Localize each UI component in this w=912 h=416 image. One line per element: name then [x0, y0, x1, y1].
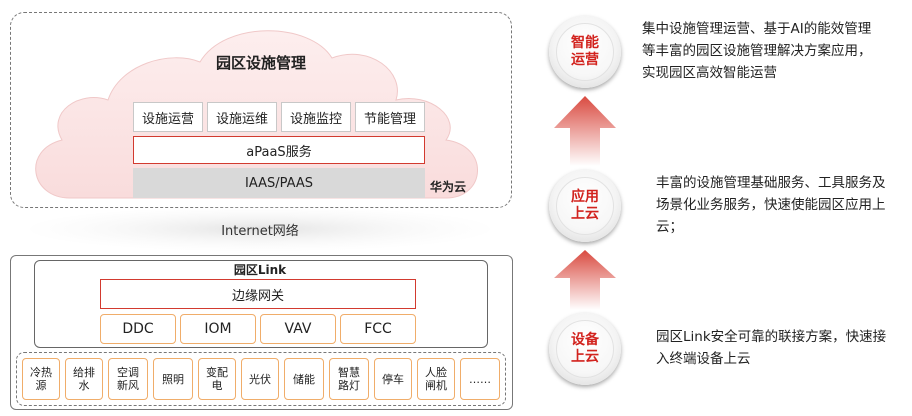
- apaas-box: aPaaS服务: [133, 136, 425, 164]
- device-row-frame: [16, 352, 506, 406]
- stage-desc-app-cloud: 丰富的设施管理基础服务、工具服务及场景化业务服务，快速使能园区应用上云；: [656, 175, 886, 235]
- device-box-7: 储能: [284, 358, 324, 400]
- stage-label-app-cloud: 应用 上云: [556, 177, 614, 235]
- network-cloud-shape: [30, 207, 490, 251]
- stage-circle-app-cloud: 应用 上云: [549, 170, 621, 242]
- service-box-1: 设施运营: [133, 102, 203, 132]
- device-box-8: 智慧 路灯: [329, 358, 369, 400]
- protocol-box-fcc: FCC: [340, 314, 416, 344]
- device-box-6: 光伏: [241, 358, 279, 400]
- link-section-frame: [10, 255, 513, 410]
- service-box-3: 设施监控: [281, 102, 351, 132]
- protocol-box-ddc: DDC: [100, 314, 176, 344]
- link-title: 园区Link: [233, 263, 287, 277]
- vendor-label: 华为云: [430, 180, 467, 194]
- device-box-2: 给排 水: [65, 358, 103, 400]
- device-box-11: ……: [460, 358, 500, 400]
- iaas-bar: IAAS/PAAS: [133, 168, 425, 198]
- service-box-2: 设施运维: [207, 102, 277, 132]
- stage-desc-smart-operation: 集中设施管理运营、基于AI的能效管理等丰富的园区设施管理解决方案应用，实现园区高…: [642, 21, 872, 81]
- device-box-9: 停车: [374, 358, 412, 400]
- stage-label-device-cloud: 设备 上云: [556, 320, 614, 378]
- network-label: Internet网络: [221, 224, 299, 239]
- protocol-box-iom: IOM: [180, 314, 256, 344]
- cloud-title: 园区设施管理: [215, 54, 306, 72]
- stage-label-smart-operation: 智能 运营: [556, 23, 614, 81]
- device-box-4: 照明: [153, 358, 193, 400]
- service-box-4: 节能管理: [355, 102, 425, 132]
- up-arrow-top: [554, 96, 616, 166]
- device-box-3: 空调 新风: [108, 358, 148, 400]
- up-arrow-bottom: [554, 250, 616, 310]
- stage-circle-device-cloud: 设备 上云: [549, 313, 621, 385]
- device-box-5: 变配 电: [198, 358, 236, 400]
- stage-desc-device-cloud: 园区Link安全可靠的联接方案，快速接入终端设备上云: [656, 329, 887, 367]
- stage-circle-smart-operation: 智能 运营: [549, 16, 621, 88]
- protocol-box-vav: VAV: [260, 314, 336, 344]
- edge-gateway-box: 边缘网关: [100, 279, 416, 309]
- device-box-1: 冷热 源: [22, 358, 60, 400]
- device-box-10: 人脸 闸机: [417, 358, 455, 400]
